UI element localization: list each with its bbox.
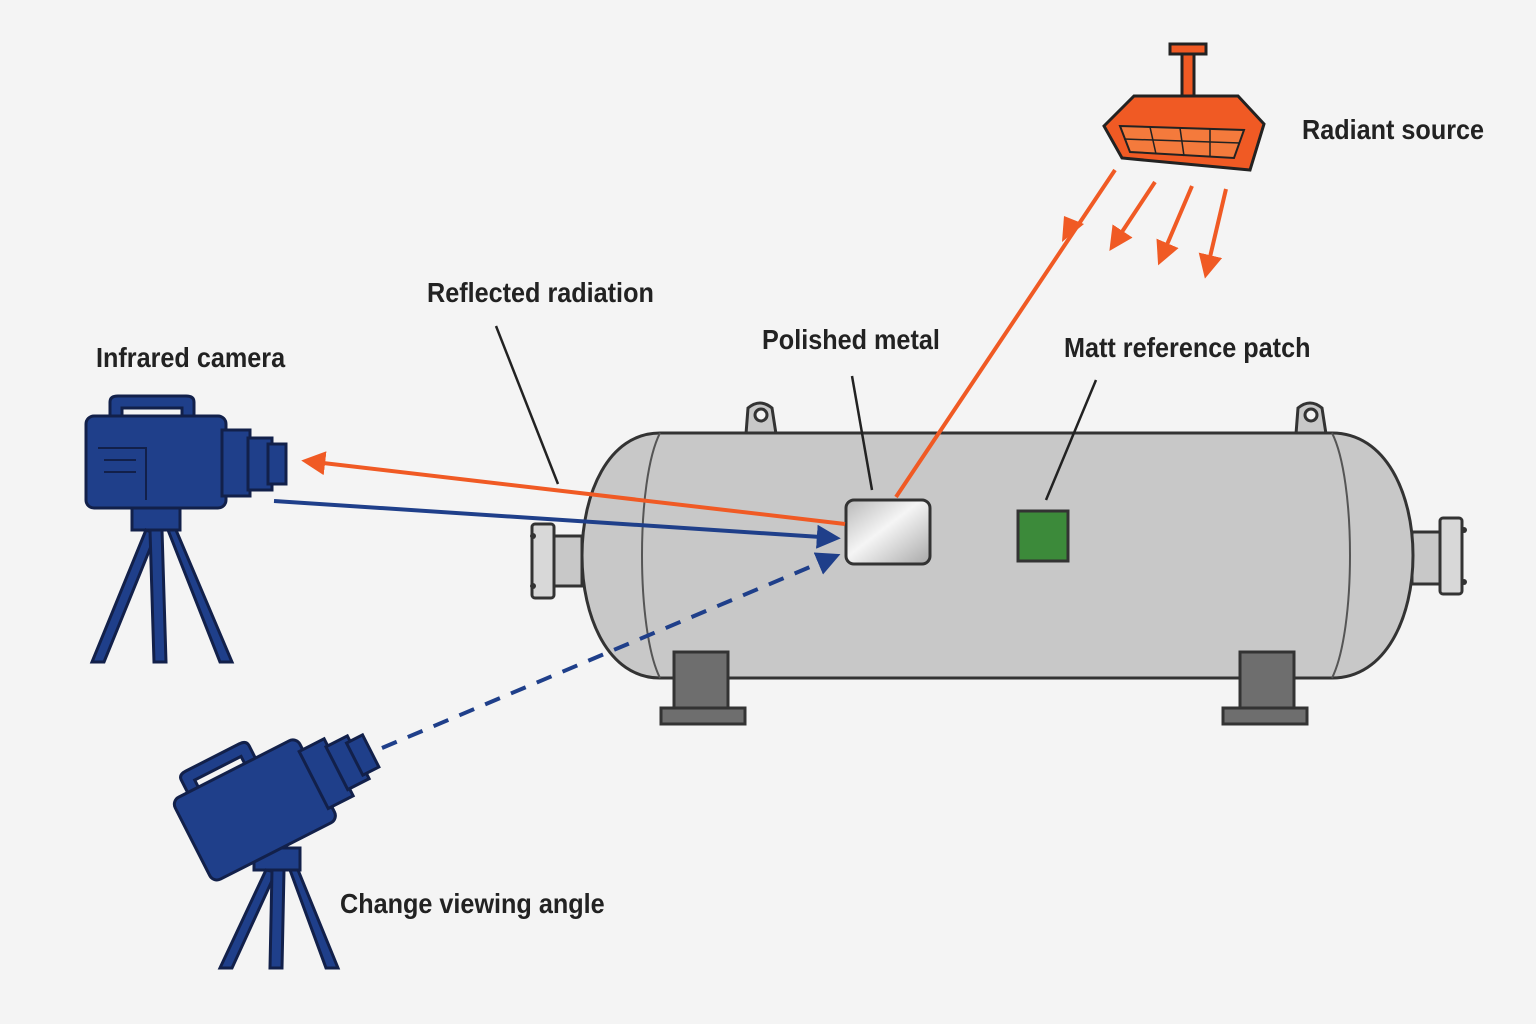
lifting-lug-right bbox=[1294, 401, 1328, 436]
camera-lens bbox=[220, 428, 252, 498]
infrared-camera-secondary bbox=[172, 732, 381, 970]
radiant-heater-icon bbox=[1102, 42, 1266, 172]
emission-ray-1 bbox=[1109, 180, 1157, 252]
tripod-secondary bbox=[217, 846, 341, 970]
emission-ray-3 bbox=[1198, 188, 1228, 279]
nozzle-left bbox=[530, 522, 584, 600]
head-seam-left bbox=[641, 432, 661, 679]
label-reflected-radiation: Reflected radiation bbox=[427, 277, 654, 308]
pressure-vessel-icon bbox=[530, 401, 1467, 726]
leader-polished-metal bbox=[850, 375, 874, 491]
tripod-primary bbox=[89, 506, 235, 664]
primary-sight-line bbox=[273, 499, 841, 549]
emission-ray-2 bbox=[1156, 185, 1194, 266]
label-infrared-camera: Infrared camera bbox=[96, 342, 286, 373]
sight-lines bbox=[273, 499, 841, 750]
label-change-viewing-angle: Change viewing angle bbox=[340, 888, 605, 919]
vessel-body bbox=[580, 431, 1415, 680]
incident-ray-arrowhead bbox=[1062, 216, 1084, 242]
label-polished-metal: Polished metal bbox=[762, 324, 940, 355]
reflected-ray bbox=[301, 451, 846, 526]
polished-metal-patch bbox=[844, 498, 932, 566]
leader-lines bbox=[494, 325, 1098, 501]
nozzle-right bbox=[1410, 516, 1467, 596]
lifting-lug-left bbox=[744, 401, 778, 436]
leader-matt-reference-patch bbox=[1044, 379, 1098, 501]
saddle-support-right bbox=[1221, 650, 1309, 726]
radiation-rays bbox=[301, 168, 1228, 526]
leader-reflected-radiation bbox=[494, 325, 560, 485]
saddle-support-left bbox=[659, 650, 747, 726]
label-radiant-source: Radiant source bbox=[1302, 114, 1485, 145]
head-seam-right bbox=[1331, 432, 1351, 679]
camera-body bbox=[84, 414, 228, 510]
matt-reference-patch bbox=[1016, 509, 1070, 563]
infrared-camera-primary bbox=[84, 394, 288, 664]
label-matt-reference-patch: Matt reference patch bbox=[1064, 332, 1311, 363]
